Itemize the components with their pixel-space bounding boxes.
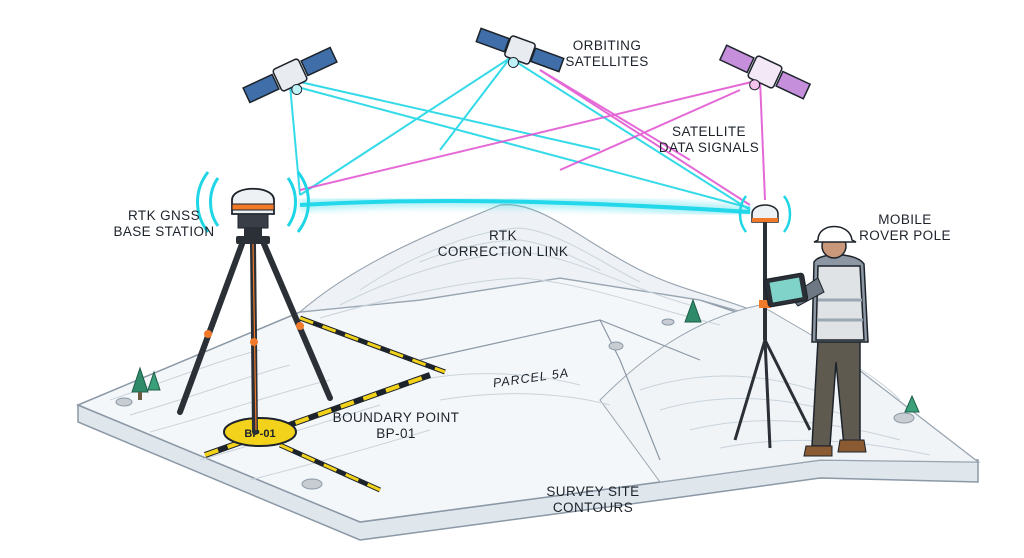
orbiting-satellites-label: ORBITING SATELLITES xyxy=(565,38,649,69)
parcel-lines xyxy=(419,319,701,461)
satellite-center xyxy=(475,27,565,73)
rover-pole xyxy=(733,195,812,449)
satellite-left xyxy=(242,46,338,104)
marker-text: BP-01 xyxy=(244,428,275,440)
base-station xyxy=(177,171,333,435)
surveyor xyxy=(763,225,869,457)
survey-site-contours-label: SURVEY SITE CONTOURS xyxy=(546,484,640,515)
rtk-correction-link-label: RTK CORRECTION LINK xyxy=(437,228,569,259)
signal-beams xyxy=(289,57,766,218)
scenery xyxy=(115,298,920,490)
boundary-point-label: BOUNDARY POINT BP-01 xyxy=(332,410,460,441)
satellite-right xyxy=(718,44,812,100)
mobile-rover-pole-label: MOBILE ROVER POLE xyxy=(859,212,951,243)
rtk-base-station-label: RTK GNSS BASE STATION xyxy=(113,208,215,239)
satellite-data-signals-label: SATELLITE DATA SIGNALS xyxy=(658,124,760,155)
boundary-marker: BP-01 xyxy=(223,417,297,447)
